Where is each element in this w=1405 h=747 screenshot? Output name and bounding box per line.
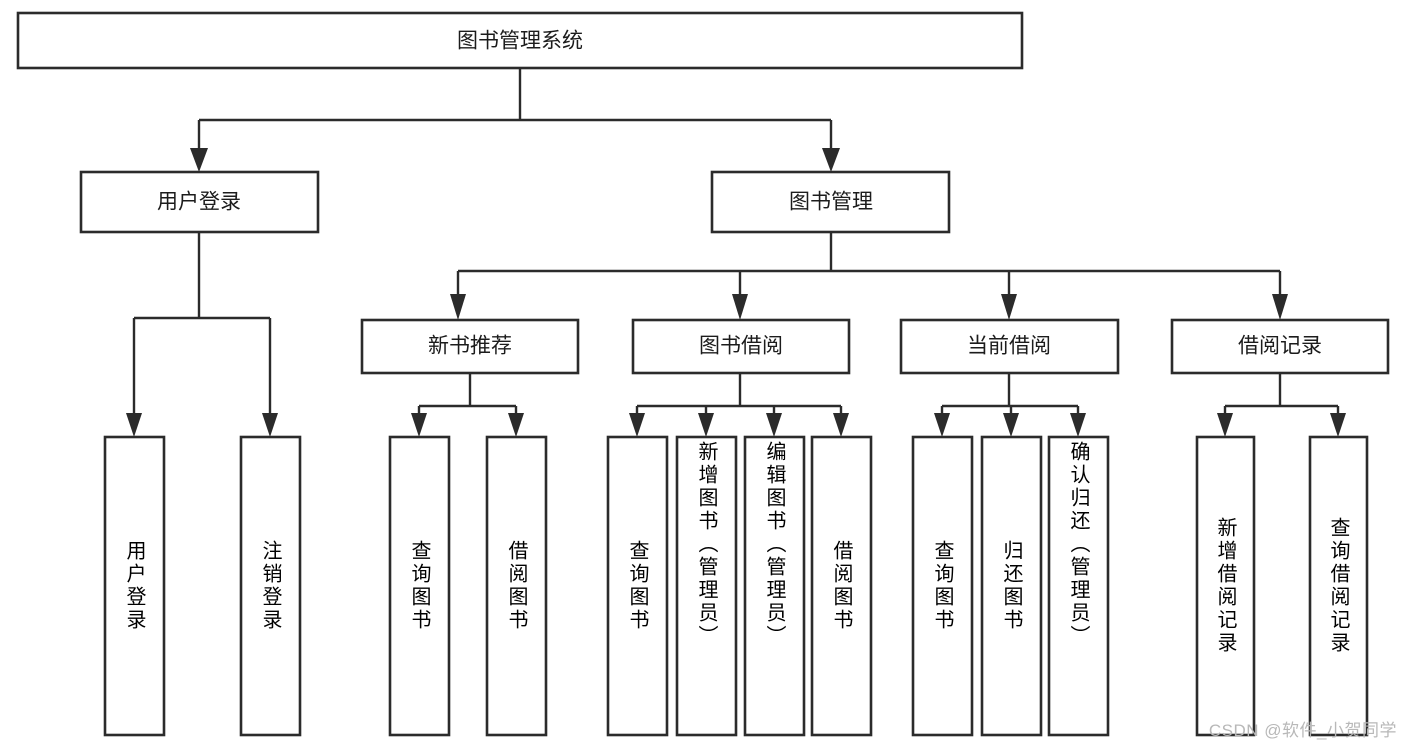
leaf-bookborrow-add[interactable]: 新增图书（管理员）	[675, 435, 738, 737]
leaf-bookborrow-query[interactable]: 查询图书	[606, 435, 669, 737]
leaf-bookborrow-add-label: 新增图书（管理员）	[695, 441, 717, 648]
leaf-bookborrow-query-box[interactable]	[606, 435, 669, 737]
leaf-records-query-label: 查询借阅记录	[1327, 517, 1349, 655]
node-root-box[interactable]	[16, 11, 1024, 70]
leaf-records-add-fo: 新增借阅记录	[1214, 517, 1236, 655]
arrowhead-bookmgmt	[822, 148, 840, 172]
node-user-login[interactable]: 用户登录	[79, 170, 320, 234]
leaf-newbook-query-fo: 查询图书	[408, 540, 430, 632]
arrowhead-cb-leaf1	[934, 413, 950, 437]
node-root-label: 图书管理系统	[457, 30, 583, 53]
arrowhead-br-leaf2	[1330, 413, 1346, 437]
leaf-records-add-label: 新增借阅记录	[1214, 517, 1236, 655]
leaf-currentborrow-confirm-fo: 确认归还（管理员）	[1067, 441, 1089, 648]
arrowhead-nb-leaf1	[411, 413, 427, 437]
node-borrow-records-box[interactable]	[1170, 318, 1390, 375]
leaf-currentborrow-return-box[interactable]	[980, 435, 1043, 737]
node-new-book-recommend[interactable]: 新书推荐	[360, 318, 580, 375]
node-book-management-label: 图书管理	[789, 191, 873, 214]
leaf-bookborrow-borrow-fo: 借阅图书	[830, 540, 852, 632]
leaf-user-login-logout[interactable]: 注销登录	[239, 435, 302, 737]
node-new-book-recommend-label: 新书推荐	[428, 335, 512, 358]
node-user-login-label: 用户登录	[157, 191, 241, 214]
leaf-currentborrow-confirm[interactable]: 确认归还（管理员）	[1047, 435, 1110, 737]
leaf-user-login-login-box[interactable]	[103, 435, 166, 737]
node-book-management-box[interactable]	[710, 170, 951, 234]
arrowhead-bb-leaf4	[833, 413, 849, 437]
leaf-newbook-borrow[interactable]: 借阅图书	[485, 435, 548, 737]
leaf-newbook-query-label: 查询图书	[408, 540, 430, 632]
arrowhead-nb-leaf2	[508, 413, 524, 437]
arrowhead-bb-leaf3	[766, 413, 782, 437]
node-current-borrow-label: 当前借阅	[967, 335, 1051, 358]
arrowhead-newbook	[450, 294, 466, 320]
node-borrow-records-label: 借阅记录	[1238, 335, 1322, 358]
leaf-currentborrow-return[interactable]: 归还图书	[980, 435, 1043, 737]
arrowhead-cb-leaf3	[1070, 413, 1086, 437]
leaf-user-login-login-label: 用户登录	[123, 540, 145, 632]
node-borrow-records[interactable]: 借阅记录	[1170, 318, 1390, 375]
node-root-system[interactable]: 图书管理系统	[16, 11, 1024, 70]
arrowhead-leaf-logout	[262, 413, 278, 437]
node-book-borrow-label: 图书借阅	[699, 335, 783, 358]
leaf-bookborrow-add-fo: 新增图书（管理员）	[695, 441, 717, 648]
leaf-bookborrow-borrow-box[interactable]	[810, 435, 873, 737]
arrowhead-currentborrow	[1001, 294, 1017, 320]
arrowhead-leaf-user-login	[126, 413, 142, 437]
arrowhead-bb-leaf2	[698, 413, 714, 437]
leaf-newbook-query[interactable]: 查询图书	[388, 435, 451, 737]
node-book-management[interactable]: 图书管理	[710, 170, 951, 234]
arrowhead-bookborrow	[732, 294, 748, 320]
leaf-currentborrow-confirm-label: 确认归还（管理员）	[1067, 441, 1089, 648]
leaf-records-query-fo: 查询借阅记录	[1327, 517, 1349, 655]
csdn-watermark: CSDN @软件_小贺同学	[1208, 721, 1397, 740]
node-current-borrow-box[interactable]	[899, 318, 1120, 375]
arrowhead-bb-leaf1	[629, 413, 645, 437]
leaf-records-add[interactable]: 新增借阅记录	[1195, 435, 1256, 737]
leaf-bookborrow-edit-fo: 编辑图书（管理员）	[763, 441, 785, 648]
leaf-newbook-borrow-label: 借阅图书	[505, 540, 527, 632]
leaf-bookborrow-borrow-label: 借阅图书	[830, 540, 852, 632]
leaf-newbook-query-box[interactable]	[388, 435, 451, 737]
leaf-currentborrow-return-fo: 归还图书	[1000, 540, 1022, 632]
leaf-currentborrow-confirm-box[interactable]	[1047, 435, 1110, 737]
arrowhead-borrowrecords	[1272, 294, 1288, 320]
leaf-records-add-box[interactable]	[1195, 435, 1256, 737]
leaf-bookborrow-edit-label: 编辑图书（管理员）	[763, 441, 785, 648]
leaf-newbook-borrow-box[interactable]	[485, 435, 548, 737]
leaf-bookborrow-borrow[interactable]: 借阅图书	[810, 435, 873, 737]
leaf-newbook-borrow-fo: 借阅图书	[505, 540, 527, 632]
leaf-currentborrow-query-fo: 查询图书	[931, 540, 953, 632]
leaf-records-query-box[interactable]	[1308, 435, 1369, 737]
leaf-bookborrow-query-label: 查询图书	[626, 540, 648, 632]
arrowhead-br-leaf1	[1217, 413, 1233, 437]
node-book-borrow[interactable]: 图书借阅	[631, 318, 851, 375]
leaf-bookborrow-edit-box[interactable]	[743, 435, 806, 737]
node-current-borrow[interactable]: 当前借阅	[899, 318, 1120, 375]
connector-layer	[126, 68, 1346, 437]
node-book-borrow-box[interactable]	[631, 318, 851, 375]
arrowhead-userlogin	[190, 148, 208, 172]
leaf-user-login-login-fo: 用户登录	[123, 540, 145, 632]
leaf-bookborrow-edit[interactable]: 编辑图书（管理员）	[743, 435, 806, 737]
node-new-book-recommend-box[interactable]	[360, 318, 580, 375]
leaf-bookborrow-query-fo: 查询图书	[626, 540, 648, 632]
leaf-user-login-logout-fo: 注销登录	[259, 540, 281, 632]
node-user-login-box[interactable]	[79, 170, 320, 234]
leaf-user-login-login[interactable]: 用户登录	[103, 435, 166, 737]
leaf-currentborrow-query-label: 查询图书	[931, 540, 953, 632]
leaf-user-login-logout-box[interactable]	[239, 435, 302, 737]
leaf-currentborrow-query-box[interactable]	[911, 435, 974, 737]
arrowhead-cb-leaf2	[1003, 413, 1019, 437]
leaf-bookborrow-add-box[interactable]	[675, 435, 738, 737]
leaf-records-query[interactable]: 查询借阅记录	[1308, 435, 1369, 737]
leaf-user-login-logout-label: 注销登录	[259, 540, 281, 632]
leaf-currentborrow-return-label: 归还图书	[1000, 540, 1022, 632]
leaf-currentborrow-query[interactable]: 查询图书	[911, 435, 974, 737]
